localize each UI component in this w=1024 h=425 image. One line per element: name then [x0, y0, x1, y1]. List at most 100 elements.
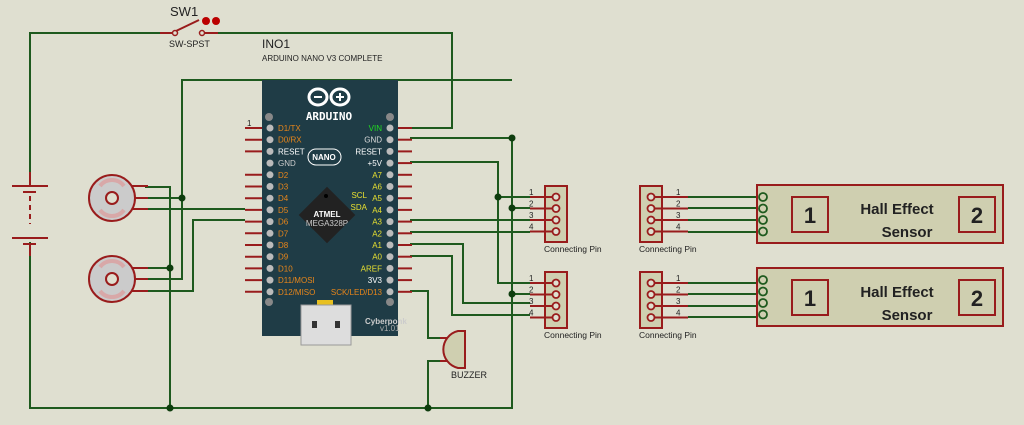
- buzzer[interactable]: BUZZER: [440, 330, 488, 380]
- pin-pad[interactable]: [266, 253, 274, 261]
- pin-pad[interactable]: [266, 136, 274, 144]
- connector-pin-number: 2: [676, 286, 681, 295]
- switch-sw1[interactable]: SW1 SW-SPST: [160, 4, 220, 49]
- left-pin-label: D11/MOSI: [278, 276, 315, 285]
- usb-connector-icon: [300, 300, 352, 346]
- pin-pad[interactable]: [266, 183, 274, 190]
- pin-pad[interactable]: [266, 229, 274, 237]
- wire-servo1-a[interactable]: [145, 186, 171, 270]
- right-pin-label: A4: [372, 206, 382, 215]
- sensor-pin[interactable]: [758, 275, 768, 285]
- pin-pad[interactable]: [386, 276, 394, 284]
- pin-pad[interactable]: [386, 241, 394, 249]
- pin-pad[interactable]: [266, 194, 274, 202]
- connector-pin-number: 4: [529, 223, 534, 232]
- pin-pad[interactable]: [386, 253, 394, 261]
- wire-battery-switch[interactable]: [29, 32, 175, 178]
- sensor-pin[interactable]: [758, 286, 768, 297]
- battery[interactable]: [12, 172, 48, 256]
- wire-servo2-sig[interactable]: [145, 219, 245, 292]
- pin-pad[interactable]: [266, 276, 274, 284]
- sensor-pin[interactable]: [758, 298, 768, 308]
- sensor-pin[interactable]: [758, 215, 768, 225]
- pin-pad[interactable]: [386, 147, 394, 155]
- sensor-pin[interactable]: [758, 192, 768, 202]
- connector-pin-number: 2: [529, 200, 534, 209]
- connector-body: [544, 185, 568, 243]
- pin-pad[interactable]: [266, 218, 274, 226]
- pin-pad[interactable]: [266, 288, 274, 296]
- connector-pin-hole[interactable]: [551, 227, 561, 236]
- pin-pad[interactable]: [266, 159, 274, 167]
- connector-pin-hole[interactable]: [646, 301, 656, 311]
- connector-pin-number: 2: [676, 200, 681, 209]
- connector-pin-hole[interactable]: [646, 227, 656, 236]
- connector-pin-hole[interactable]: [551, 192, 561, 202]
- pin-pad[interactable]: [266, 124, 274, 132]
- sensor-pin[interactable]: [758, 309, 768, 320]
- connector-body: [544, 271, 568, 329]
- pin-pad[interactable]: [386, 171, 394, 179]
- connector-pin-number: 1: [529, 274, 534, 283]
- arduino-nano[interactable]: 1 ARDUINO NANO ATMEL MEGA328P: [245, 80, 412, 346]
- pin-pad[interactable]: [266, 241, 274, 249]
- pin-pad[interactable]: [386, 124, 394, 132]
- pin-pad[interactable]: [386, 218, 394, 226]
- pin-pad[interactable]: [386, 159, 394, 167]
- connector-pin-hole[interactable]: [646, 290, 656, 299]
- pin-pad[interactable]: [266, 171, 274, 179]
- pin1-marker: 1: [247, 119, 252, 128]
- pin-pad[interactable]: [266, 264, 274, 272]
- pin-pad[interactable]: [386, 264, 394, 272]
- right-pin-label: A6: [372, 183, 382, 192]
- right-pin-label: A0: [372, 253, 382, 262]
- pin-pad[interactable]: [266, 147, 274, 155]
- switch-on-button-icon[interactable]: [212, 17, 220, 25]
- wire-battery-ground[interactable]: [29, 137, 513, 409]
- wire-5v[interactable]: [410, 161, 530, 284]
- pin-prefix: SCL: [351, 191, 367, 200]
- sensor-body: [756, 184, 1004, 244]
- connector-pin-hole[interactable]: [646, 192, 656, 202]
- connector-pin-hole[interactable]: [646, 313, 656, 322]
- connector-label: Connecting Pin: [639, 244, 697, 254]
- pin-pad[interactable]: [386, 194, 394, 202]
- pin-pad[interactable]: [386, 288, 394, 296]
- left-pin-label: D7: [278, 229, 289, 238]
- connector-pin-hole[interactable]: [646, 278, 656, 288]
- servo-motor-2[interactable]: [88, 255, 148, 303]
- wire-a1[interactable]: [410, 243, 530, 304]
- connector-pin-hole[interactable]: [551, 301, 561, 311]
- pin-pad[interactable]: [386, 206, 394, 214]
- wire-a0[interactable]: [410, 255, 530, 316]
- connector-pin-hole[interactable]: [646, 215, 656, 225]
- connector-pin-hole[interactable]: [551, 204, 561, 213]
- pin-pad[interactable]: [386, 229, 394, 237]
- connector-pin-hole[interactable]: [551, 278, 561, 288]
- right-pin-label: +5V: [368, 159, 383, 168]
- connector-body: [639, 185, 663, 243]
- connector-pin-number: 3: [676, 297, 681, 306]
- wire-d13-buzzer[interactable]: [410, 290, 440, 339]
- pin-pad[interactable]: [266, 206, 274, 214]
- junction-dot: [166, 264, 174, 272]
- connector-pin-hole[interactable]: [551, 215, 561, 225]
- connector-pin-hole[interactable]: [646, 204, 656, 213]
- sensor-pin[interactable]: [758, 226, 768, 237]
- connector-pin-hole[interactable]: [551, 290, 561, 299]
- sensor-pin[interactable]: [758, 203, 768, 214]
- servo-motor-1[interactable]: [88, 174, 148, 222]
- connector-pin-number: 4: [676, 309, 681, 318]
- connector-pin-hole[interactable]: [551, 313, 561, 322]
- wire-buzzer-gnd[interactable]: [427, 360, 440, 408]
- pin-pad[interactable]: [386, 183, 394, 190]
- buzzer-label: BUZZER: [451, 370, 488, 380]
- pin-pad[interactable]: [386, 136, 394, 144]
- switch-off-button-icon[interactable]: [202, 17, 210, 25]
